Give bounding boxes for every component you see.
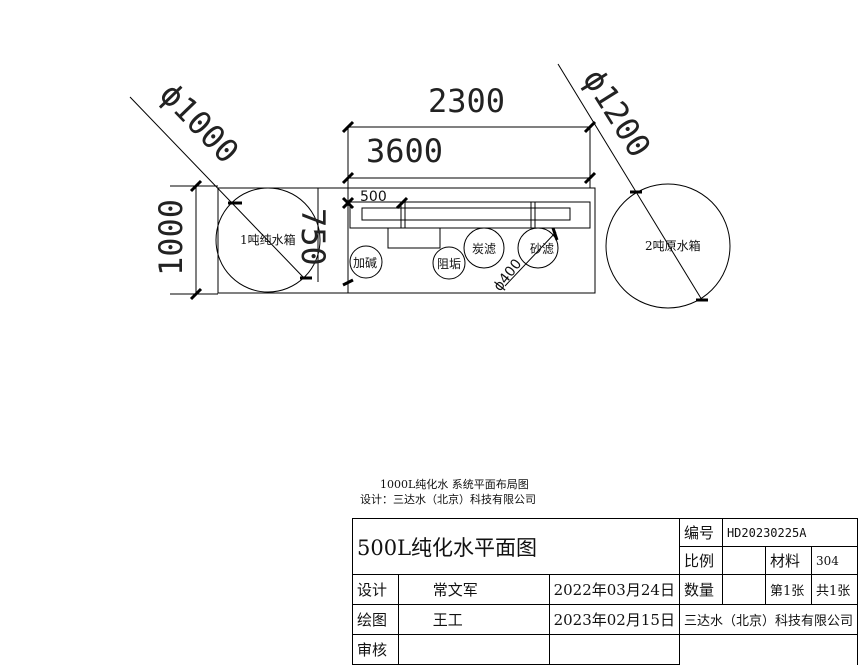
label-antiscale: 阻垢	[437, 257, 461, 271]
tb-company: 三达水（北京）科技有限公司	[678, 604, 858, 635]
tb-material-value: 304	[810, 546, 858, 575]
label-tank2: 2吨原水箱	[645, 238, 701, 253]
carbon-filter-circle	[463, 227, 505, 269]
tb-review-date	[548, 634, 680, 665]
tb-qty-label: 数量	[678, 574, 723, 605]
caption-designer: 设计：三达水（北京）科技有限公司	[360, 493, 536, 506]
tb-number-value: HD20230225A	[721, 518, 858, 547]
tb-number-label: 编号	[678, 518, 723, 547]
tb-draw-date: 2023年02月15日	[548, 604, 680, 635]
label-alkali: 加碱	[353, 256, 377, 270]
skid-frame	[217, 187, 596, 294]
tank2-circle	[605, 183, 731, 309]
dim-d1000: ϕ1000	[152, 75, 246, 171]
dim-2300: 2300	[428, 82, 505, 120]
label-tank1: 1吨纯水箱	[240, 232, 296, 247]
tank1-circle	[215, 187, 321, 293]
ro-rail-inner	[361, 207, 571, 221]
dim-d400: ϕ400	[491, 256, 526, 294]
title-block: 500L纯化水平面图 编号 HD20230225A 比例 材料 304 设计 常…	[352, 518, 858, 665]
tb-title: 500L纯化水平面图	[352, 518, 680, 575]
tb-sheet-no: 第1张	[764, 574, 812, 605]
tb-reviewer	[397, 634, 550, 665]
alkali-dosing-circle	[349, 245, 383, 279]
antiscale-dosing-circle	[432, 246, 466, 280]
sand-filter-circle	[517, 227, 559, 269]
tb-design-date: 2022年03月24日	[548, 574, 680, 605]
tb-review-label: 审核	[352, 634, 399, 665]
dim-500: 500	[360, 189, 387, 205]
tb-draw-label: 绘图	[352, 604, 399, 635]
label-sand: 砂滤	[530, 242, 554, 256]
tb-drawer: 王工	[397, 604, 550, 635]
tb-scale-value	[721, 546, 766, 575]
tb-scale-label: 比例	[678, 546, 723, 575]
tb-qty-value	[721, 574, 766, 605]
tb-material-label: 材料	[764, 546, 812, 575]
tb-designer: 常文军	[397, 574, 550, 605]
dim-750: 750	[294, 208, 332, 266]
tb-design-label: 设计	[352, 574, 399, 605]
dim-3600: 3600	[366, 132, 443, 170]
tb-sheet-total: 共1张	[810, 574, 858, 605]
ro-rail-outer	[349, 201, 591, 229]
dim-h1000: 1000	[152, 199, 190, 276]
label-carbon: 炭滤	[472, 242, 496, 256]
pump-box	[387, 227, 441, 249]
caption-title: 1000L纯化水 系统平面布局图	[380, 478, 529, 491]
